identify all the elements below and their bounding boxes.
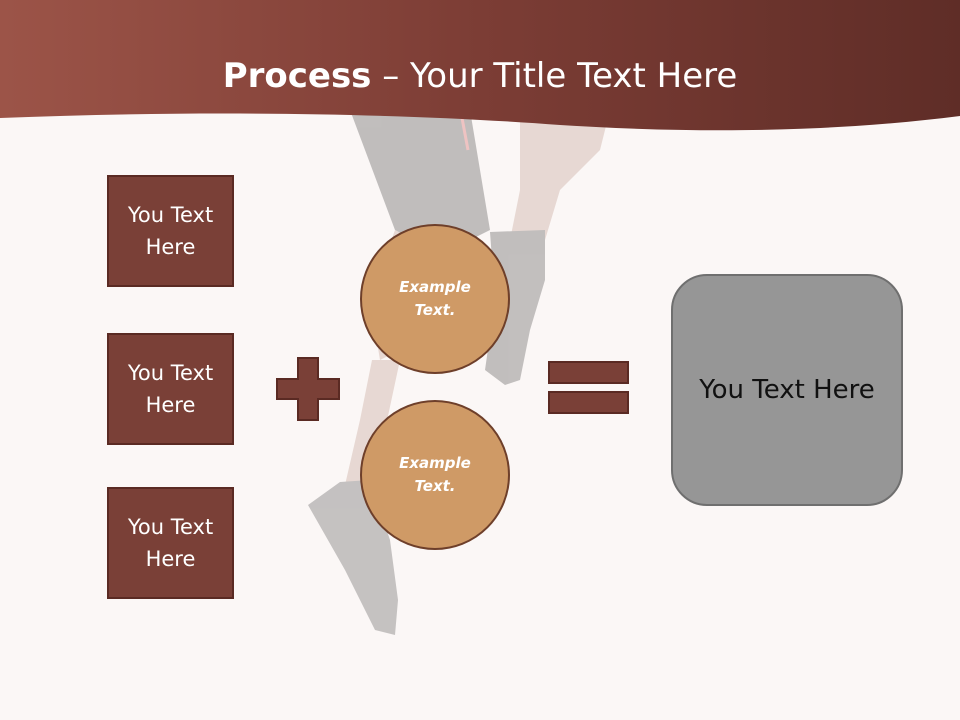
example-circle-1[interactable]: Example Text. xyxy=(360,224,510,374)
plus-icon xyxy=(276,357,340,421)
example-circle-2[interactable]: Example Text. xyxy=(360,400,510,550)
header-band xyxy=(0,0,960,131)
circle-label: Example Text. xyxy=(399,278,471,319)
result-box[interactable]: You Text Here xyxy=(671,274,903,506)
text-box-3[interactable]: You Text Here xyxy=(107,487,234,599)
result-label: You Text Here xyxy=(699,375,875,405)
text-box-label: You Text Here xyxy=(127,361,214,417)
text-box-label: You Text Here xyxy=(127,203,214,259)
circle-label: Example Text. xyxy=(399,454,471,495)
text-box-label: You Text Here xyxy=(127,515,214,571)
text-box-2[interactable]: You Text Here xyxy=(107,333,234,445)
text-box-1[interactable]: You Text Here xyxy=(107,175,234,287)
title-bold: Process xyxy=(222,56,372,96)
equals-icon xyxy=(548,361,629,414)
title-rest: – Your Title Text Here xyxy=(371,56,738,96)
page-title: Process – Your Title Text Here xyxy=(0,48,960,104)
